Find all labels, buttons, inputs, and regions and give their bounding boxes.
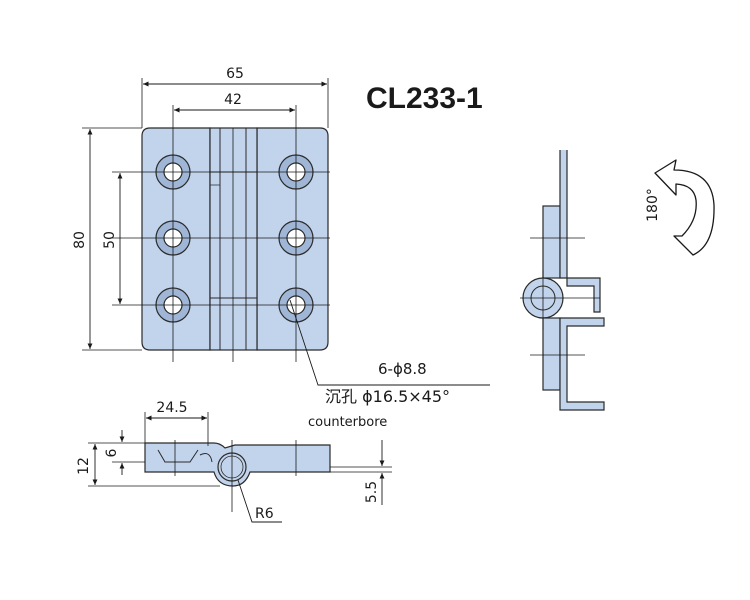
dim-pin-offset-label: 5.5 <box>364 481 380 503</box>
dim-thickness-leaf-label: 6 <box>104 448 120 457</box>
dim-hole-spacing-h-label: 42 <box>224 92 242 108</box>
countersink-label: 沉孔 ϕ16.5×45° <box>325 387 450 406</box>
side-leaf-lower <box>542 317 561 391</box>
front-view: 65 42 80 50 <box>72 66 330 362</box>
part-number-title: CL233-1 <box>366 82 483 115</box>
hole-size-label: 6-ϕ8.8 <box>378 360 427 378</box>
dim-thickness-total-label: 12 <box>76 457 92 475</box>
curved-arrow-icon <box>654 159 715 256</box>
hole-callout: 6-ϕ8.8 沉孔 ϕ16.5×45° counterbore <box>289 299 490 430</box>
dim-hole-spacing-v-label: 50 <box>102 231 118 249</box>
dim-width-label: 65 <box>226 66 244 82</box>
radius-label: R6 <box>255 506 274 522</box>
bottom-view: 24.5 12 6 5.5 R6 <box>76 400 392 523</box>
dim-offset-label: 24.5 <box>156 400 187 416</box>
rotation-label: 180° <box>645 188 661 222</box>
rotation-indicator: 180° <box>645 159 715 256</box>
knuckle <box>209 127 258 351</box>
counterbore-label: counterbore <box>308 415 387 430</box>
dim-height-label: 80 <box>72 231 88 249</box>
side-view <box>520 150 605 411</box>
side-leaf-upper <box>542 205 561 279</box>
